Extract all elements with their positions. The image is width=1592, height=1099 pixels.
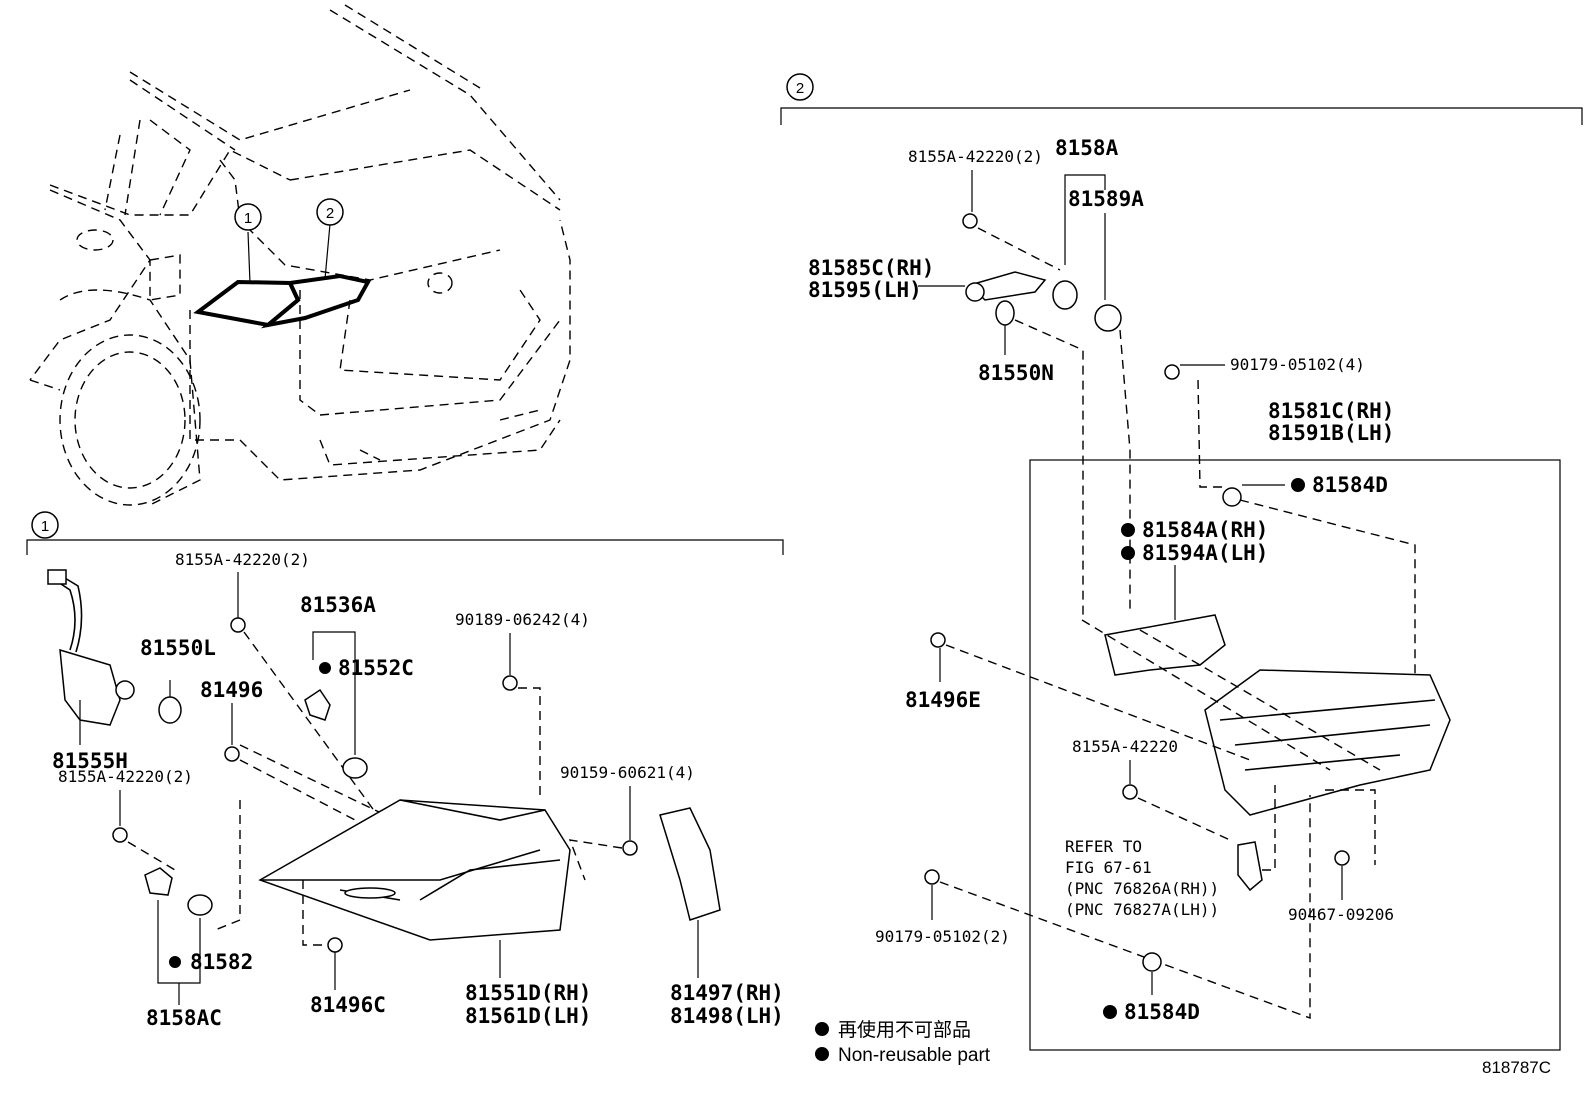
socket-8158A <box>1052 280 1078 310</box>
part-label-81550N: 81550N <box>978 361 1054 385</box>
callout-2-label: 2 <box>326 205 334 222</box>
nonreusable-dot-81584A <box>1121 523 1135 537</box>
section-1-number: 1 <box>41 518 49 535</box>
screw-8155A-2a <box>962 213 978 229</box>
part-label-90159: 90159-60621(4) <box>560 763 695 782</box>
lamp-outline-1 <box>193 279 301 328</box>
screw-90467 <box>1334 850 1350 866</box>
bulb-81550L <box>158 696 182 724</box>
nut-81496C <box>327 937 343 953</box>
section-2-bracket <box>780 107 1583 125</box>
socket-harness-81555H <box>47 569 135 745</box>
inner-lamp-81581C <box>1204 669 1451 816</box>
socket-81536A <box>304 688 331 721</box>
screw-8155A-1b <box>112 827 128 843</box>
part-label-81589A: 81589A <box>1068 187 1144 211</box>
screw-8155A-1a <box>230 617 246 633</box>
part-label-90179-4: 90179-05102(4) <box>1230 355 1365 374</box>
part-label-81496E: 81496E <box>905 688 981 712</box>
part-label-81594A: 81594A(LH) <box>1142 541 1268 565</box>
part-label-81497: 81497(RH) <box>670 981 784 1005</box>
clip-90159 <box>622 840 638 856</box>
bracket-ref-76826A <box>1237 841 1263 892</box>
nut-90179-a <box>1164 364 1180 380</box>
gasket-81584A <box>1104 614 1226 676</box>
nonreusable-dot-81552C <box>319 662 331 674</box>
assembly-box <box>1029 459 1561 1051</box>
tail-lamp-81551D <box>258 799 571 941</box>
refer-line-4: (PNC 76827A(LH)) <box>1065 900 1219 919</box>
part-label-8155A-2: 8155A-42220 <box>1072 737 1178 756</box>
legend: 再使用不可部品 Non-reusable part <box>815 1019 991 1066</box>
part-label-8155A-low-1: 8155A-42220(2) <box>58 767 193 786</box>
part-label-81591B: 81591B(LH) <box>1268 421 1394 445</box>
screw-90189 <box>502 675 518 691</box>
vehicle-illustration: 1 2 <box>29 4 571 506</box>
part-label-90189: 90189-06242(4) <box>455 610 590 629</box>
part-label-8155A-top-1: 8155A-42220(2) <box>175 550 310 569</box>
seal-81584D-bottom <box>1142 952 1162 972</box>
nonreusable-dot-81584D-bottom <box>1103 1005 1117 1019</box>
part-label-81584D-top: 81584D <box>1312 473 1388 497</box>
part-label-90179-2: 90179-05102(2) <box>875 927 1010 946</box>
nonreusable-dot-81584D-top <box>1291 478 1305 492</box>
part-label-81496C: 81496C <box>310 993 386 1017</box>
refer-line-2: FIG 67-61 <box>1065 858 1152 877</box>
screw-8155A-2b <box>1122 784 1138 800</box>
legend-dot-jp <box>815 1022 829 1036</box>
lamp-outline-2 <box>260 273 372 329</box>
part-label-81595: 81595(LH) <box>808 278 922 302</box>
callout-circle-1 <box>234 203 262 231</box>
nut-90179-b <box>924 869 940 885</box>
part-label-81582: 81582 <box>190 950 253 974</box>
nut-81496E <box>930 632 946 648</box>
bulb-81550N <box>995 300 1015 326</box>
part-label-81581C: 81581C(RH) <box>1268 399 1394 423</box>
section-2-group: 2 8155A-42220(2) 8158A 81589A 81585C(RH)… <box>780 73 1583 1051</box>
part-label-81550L: 81550L <box>140 636 216 660</box>
section-1-bracket <box>26 539 784 555</box>
part-label-81584A: 81584A(RH) <box>1142 518 1268 542</box>
part-label-81555H: 81555H <box>52 749 128 773</box>
gasket-81589A <box>1094 304 1122 332</box>
part-label-81536A: 81536A <box>300 593 376 617</box>
section-1-marker <box>31 511 59 539</box>
part-label-90467: 90467-09206 <box>1288 905 1394 924</box>
part-label-81585C: 81585C(RH) <box>808 256 934 280</box>
legend-text-en: Non-reusable part <box>838 1045 991 1066</box>
section-2-marker <box>786 73 814 101</box>
seal-81584D-top <box>1222 487 1242 507</box>
part-label-81584D-bottom: 81584D <box>1124 1000 1200 1024</box>
reflector-81497 <box>659 807 721 921</box>
figure-code: 818787C <box>1482 1058 1551 1077</box>
part-label-8158A: 8158A <box>1055 136 1119 160</box>
section-1-group: 1 81555H 81550L 8155A-42220(2) 81536A 81… <box>26 511 784 1030</box>
part-label-81496: 81496 <box>200 678 263 702</box>
legend-dot-en <box>815 1047 829 1061</box>
part-label-81561D: 81561D(LH) <box>465 1004 591 1028</box>
part-label-8155A-2-top: 8155A-42220(2) <box>908 147 1043 166</box>
socket-8158AC <box>144 867 173 896</box>
part-label-81552C: 81552C <box>338 656 414 680</box>
nonreusable-dot-81582 <box>169 956 181 968</box>
section-2-number: 2 <box>796 80 804 97</box>
nonreusable-dot-81594A <box>1121 546 1135 560</box>
part-label-81498: 81498(LH) <box>670 1004 784 1028</box>
part-label-8158AC: 8158AC <box>146 1006 222 1030</box>
part-label-81551D: 81551D(RH) <box>465 981 591 1005</box>
refer-line-1: REFER TO <box>1065 837 1142 856</box>
gasket-81552C <box>342 757 368 779</box>
refer-line-3: (PNC 76826A(RH)) <box>1065 879 1219 898</box>
legend-text-jp: 再使用不可部品 <box>838 1019 971 1041</box>
callout-circle-2 <box>316 198 344 226</box>
gasket-81582 <box>187 894 213 916</box>
callout-1-label: 1 <box>244 210 252 227</box>
nut-81496 <box>224 746 240 762</box>
